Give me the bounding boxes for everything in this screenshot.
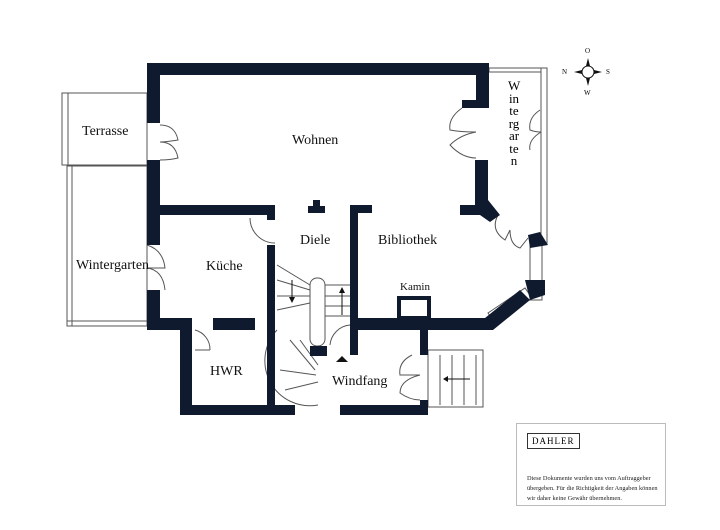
room-label-hwr: HWR — [210, 364, 243, 379]
room-label-bibliothek: Bibliothek — [378, 233, 438, 248]
room-label-wintergarten-left: Wintergarten — [76, 258, 150, 273]
room-label-windfang: Windfang — [332, 374, 388, 389]
terrasse-outline — [61, 92, 148, 166]
room-label-wohnen: Wohnen — [292, 133, 339, 148]
disclaimer-text: Diese Dokumente wurden uns vom Auftragge… — [527, 475, 658, 502]
room-label-diele: Diele — [300, 233, 331, 248]
compass-left-label: N — [562, 68, 568, 76]
doors — [146, 107, 542, 401]
room-label-kamin: Kamin — [400, 281, 430, 293]
compass-north-label: O — [585, 47, 591, 55]
fireplace — [397, 296, 431, 320]
room-label-wintergarten-right: Wintergarten — [508, 78, 521, 168]
wintergarten-left-outline — [66, 165, 148, 327]
compass-bottom-label: W — [584, 89, 591, 97]
brand-logo: DAHLER — [527, 433, 580, 449]
room-label-kueche: Küche — [206, 259, 243, 274]
compass-right-label: S — [606, 68, 610, 76]
legend-box: DAHLER Diese Dokumente wurden uns vom Au… — [516, 423, 666, 506]
walls — [147, 63, 548, 415]
room-label-terrasse: Terrasse — [82, 124, 129, 139]
compass-icon — [574, 58, 602, 86]
